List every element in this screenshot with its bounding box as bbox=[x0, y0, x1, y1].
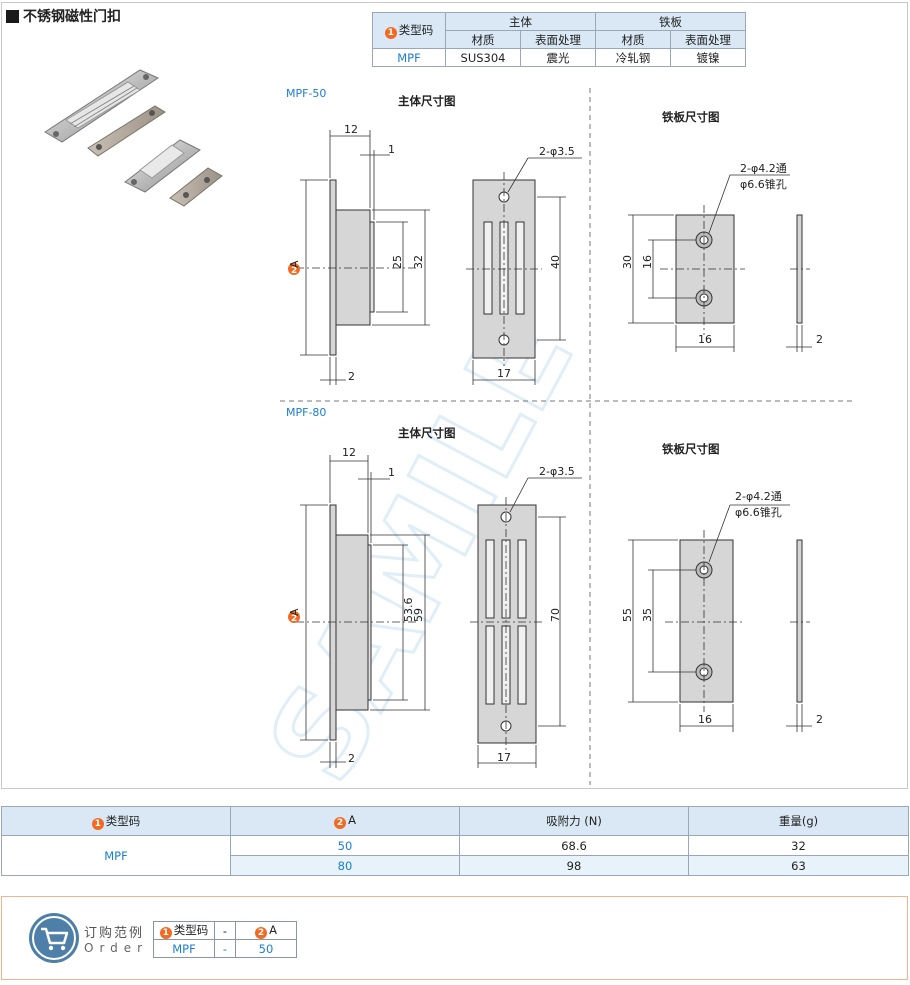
catalog-frame bbox=[1, 2, 908, 789]
badge-2-icon: 2 bbox=[334, 817, 347, 829]
top-dim-25: 25 bbox=[391, 255, 404, 269]
order-code-cell: MPF bbox=[153, 939, 215, 958]
top-model-label: MPF-50 bbox=[286, 87, 326, 100]
top-badge-2-digit: 2 bbox=[291, 266, 297, 276]
list-code-cell: MPF bbox=[1, 835, 231, 876]
top-side-view bbox=[329, 179, 375, 356]
top-dim-12: 12 bbox=[344, 123, 358, 136]
bottom-plate-hole2: φ6.6锥孔 bbox=[735, 506, 782, 519]
order-example-box bbox=[1, 896, 908, 980]
top-dim-17: 17 bbox=[497, 367, 511, 380]
bottom-plate-view bbox=[679, 539, 803, 703]
table-row: MPF 50 68.6 32 bbox=[1, 835, 909, 876]
spec-plate-material-header: 材质 bbox=[595, 30, 671, 49]
bottom-plate-dim-35: 35 bbox=[641, 608, 654, 622]
top-plate-dim-30: 30 bbox=[621, 255, 634, 269]
spec-iron-plate-header: 铁板 bbox=[595, 12, 746, 31]
bottom-dim-12: 12 bbox=[342, 446, 356, 459]
list-a-cell: 50 bbox=[230, 835, 460, 856]
top-plate-title: 铁板尺寸图 bbox=[662, 110, 720, 124]
spec-plate-material-cell: 冷轧钢 bbox=[595, 48, 671, 67]
watermark-text: SAMILE bbox=[243, 295, 601, 790]
top-plate-hole2: φ6.6锥孔 bbox=[740, 178, 787, 191]
cart-icon bbox=[29, 913, 79, 963]
bottom-badge-2-icon bbox=[288, 611, 300, 623]
list-force-header: 吸附力 (N) bbox=[459, 806, 689, 836]
bottom-front-view bbox=[477, 504, 537, 744]
spec-body-surface-cell: 震光 bbox=[520, 48, 596, 67]
badge-2-icon: 2 bbox=[255, 926, 268, 939]
top-plate-dim-16v: 16 bbox=[641, 255, 654, 269]
bottom-plate-dim-55: 55 bbox=[621, 608, 634, 622]
spec-plate-surface-header: 表面处理 bbox=[670, 30, 746, 49]
bottom-dim-hole: 2-φ3.5 bbox=[539, 465, 575, 478]
list-weight-cell: 63 bbox=[688, 855, 909, 876]
spec-body-surface-header: 表面处理 bbox=[520, 30, 596, 49]
order-a-cell: 50 bbox=[235, 939, 297, 958]
order-label-cn: 订购范例 bbox=[84, 926, 145, 941]
order-dash-cell: - bbox=[214, 939, 236, 958]
badge-1-icon: 1 bbox=[384, 27, 397, 39]
bottom-dim-70: 70 bbox=[549, 608, 562, 622]
bottom-model-label: MPF-80 bbox=[286, 406, 326, 419]
dimension-drawings: SAMILE MPF-50 主体尺寸图 铁板尺寸图 12 1 25 32 2 2… bbox=[241, 87, 855, 790]
spec-code-cell: MPF bbox=[372, 48, 446, 67]
spec-plate-surface-cell: 镀镍 bbox=[670, 48, 746, 67]
top-dim-1: 1 bbox=[388, 143, 395, 156]
bottom-plate-title: 铁板尺寸图 bbox=[662, 442, 720, 456]
product-photo bbox=[44, 69, 223, 207]
badge-1-icon: 1 bbox=[159, 927, 172, 939]
top-plate-dim-16h: 16 bbox=[698, 333, 712, 346]
top-main-title: 主体尺寸图 bbox=[398, 94, 456, 108]
top-plate-hole1: 2-φ4.2通 bbox=[740, 162, 787, 175]
bottom-dim-53: 53.6 bbox=[402, 598, 415, 623]
badge-1-icon: 1 bbox=[91, 817, 104, 830]
top-dim-a: A bbox=[288, 260, 301, 268]
bottom-dim-17: 17 bbox=[497, 751, 511, 764]
bottom-plate-hole1: 2-φ4.2通 bbox=[735, 490, 782, 503]
bottom-dim-a: A bbox=[288, 608, 301, 616]
bottom-side-view bbox=[329, 504, 372, 741]
list-weight-header: 重量(g) bbox=[688, 806, 909, 836]
bottom-dim-1: 1 bbox=[388, 466, 395, 479]
bottom-main-title: 主体尺寸图 bbox=[398, 426, 456, 440]
bottom-plate-dim-2: 2 bbox=[816, 713, 823, 726]
order-label-en: Order bbox=[84, 941, 149, 955]
bottom-dim-2: 2 bbox=[348, 752, 355, 765]
top-badge-2-icon bbox=[288, 263, 300, 275]
bottom-dim-59: 59 bbox=[412, 608, 425, 622]
order-dash-header: - bbox=[214, 921, 236, 940]
spec-body-material-header: 材质 bbox=[445, 30, 521, 49]
title-square-icon bbox=[6, 9, 19, 23]
bottom-plate-dim-16h: 16 bbox=[698, 713, 712, 726]
page-title: 不锈钢磁性门扣 bbox=[6, 6, 121, 26]
top-dim-2: 2 bbox=[348, 370, 355, 383]
list-force-cell: 68.6 bbox=[459, 835, 689, 856]
top-plate-dim-2: 2 bbox=[816, 333, 823, 346]
list-weight-cell: 32 bbox=[688, 835, 909, 856]
watermark: SAMILE bbox=[241, 294, 602, 790]
bottom-badge-2-digit: 2 bbox=[291, 614, 297, 624]
list-a-cell: 80 bbox=[230, 855, 460, 876]
spec-main-body-header: 主体 bbox=[445, 12, 596, 31]
top-dim-hole: 2-φ3.5 bbox=[539, 145, 575, 158]
table-row: 80 98 63 bbox=[2, 855, 909, 876]
list-force-cell: 98 bbox=[459, 855, 689, 876]
spec-body-material-cell: SUS304 bbox=[445, 48, 521, 67]
top-dim-32: 32 bbox=[412, 255, 425, 269]
top-dim-40: 40 bbox=[549, 255, 562, 269]
